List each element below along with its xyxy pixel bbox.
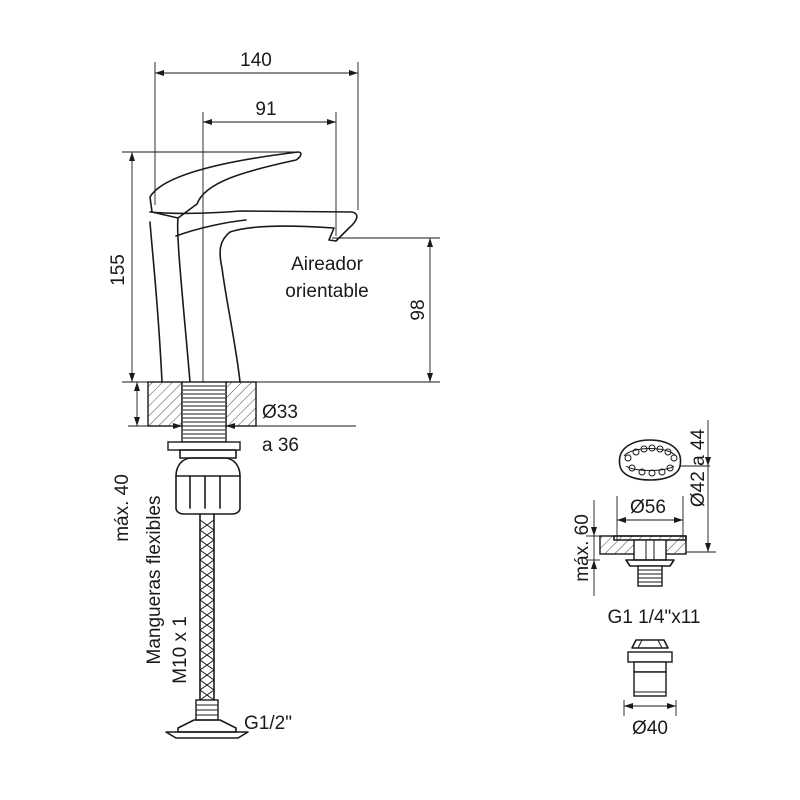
dimension-hole-diameter: Ø33 a 36	[148, 402, 356, 456]
dim-98-label: 98	[408, 299, 429, 320]
max-40-label: máx. 40	[112, 474, 133, 542]
hose-connection-label: G1/2"	[244, 713, 292, 734]
dimension-140: 140	[154, 50, 359, 210]
drain-lower-parts	[627, 639, 673, 697]
dim-91-label: 91	[255, 99, 276, 120]
max-60-label: máx. 60	[572, 514, 593, 582]
drain-nut-label: Ø40	[632, 718, 668, 739]
dimension-155: 155	[108, 151, 298, 383]
faucet-body	[149, 151, 358, 383]
dimension-max-40: máx. 40	[112, 381, 148, 542]
dim-140-label: 140	[240, 50, 272, 71]
dimension-drain-flange: Ø56	[616, 496, 684, 540]
shank-thread	[183, 385, 225, 439]
dim-155-label: 155	[108, 254, 129, 286]
hole-diameter-line1: Ø33	[262, 402, 298, 423]
drain-thread-label: G1 1/4"x11	[607, 607, 700, 628]
hole-diameter-line2: a 36	[262, 435, 299, 456]
drain-body	[599, 535, 687, 587]
aerator-label-line2: orientable	[285, 281, 368, 302]
dimension-drain-cap: Ø42 a 44	[680, 420, 716, 553]
faucet-deck	[147, 381, 257, 515]
flexible-hose	[165, 513, 249, 739]
dimension-98: 98	[256, 237, 440, 383]
hoses-label-line2: M10 x 1	[170, 616, 191, 684]
dimension-drain-nut: Ø40	[623, 700, 677, 739]
hoses-label-line1: Mangueras flexibles	[144, 496, 165, 665]
drain-cap-range-label: Ø42 a 44	[688, 428, 709, 507]
drain-flange-label: Ø56	[630, 497, 666, 518]
dimension-91: 91	[202, 99, 337, 382]
drain-cap	[618, 439, 682, 481]
dimension-max-60: máx. 60	[572, 500, 600, 596]
aerator-label-line1: Aireador	[291, 254, 363, 275]
